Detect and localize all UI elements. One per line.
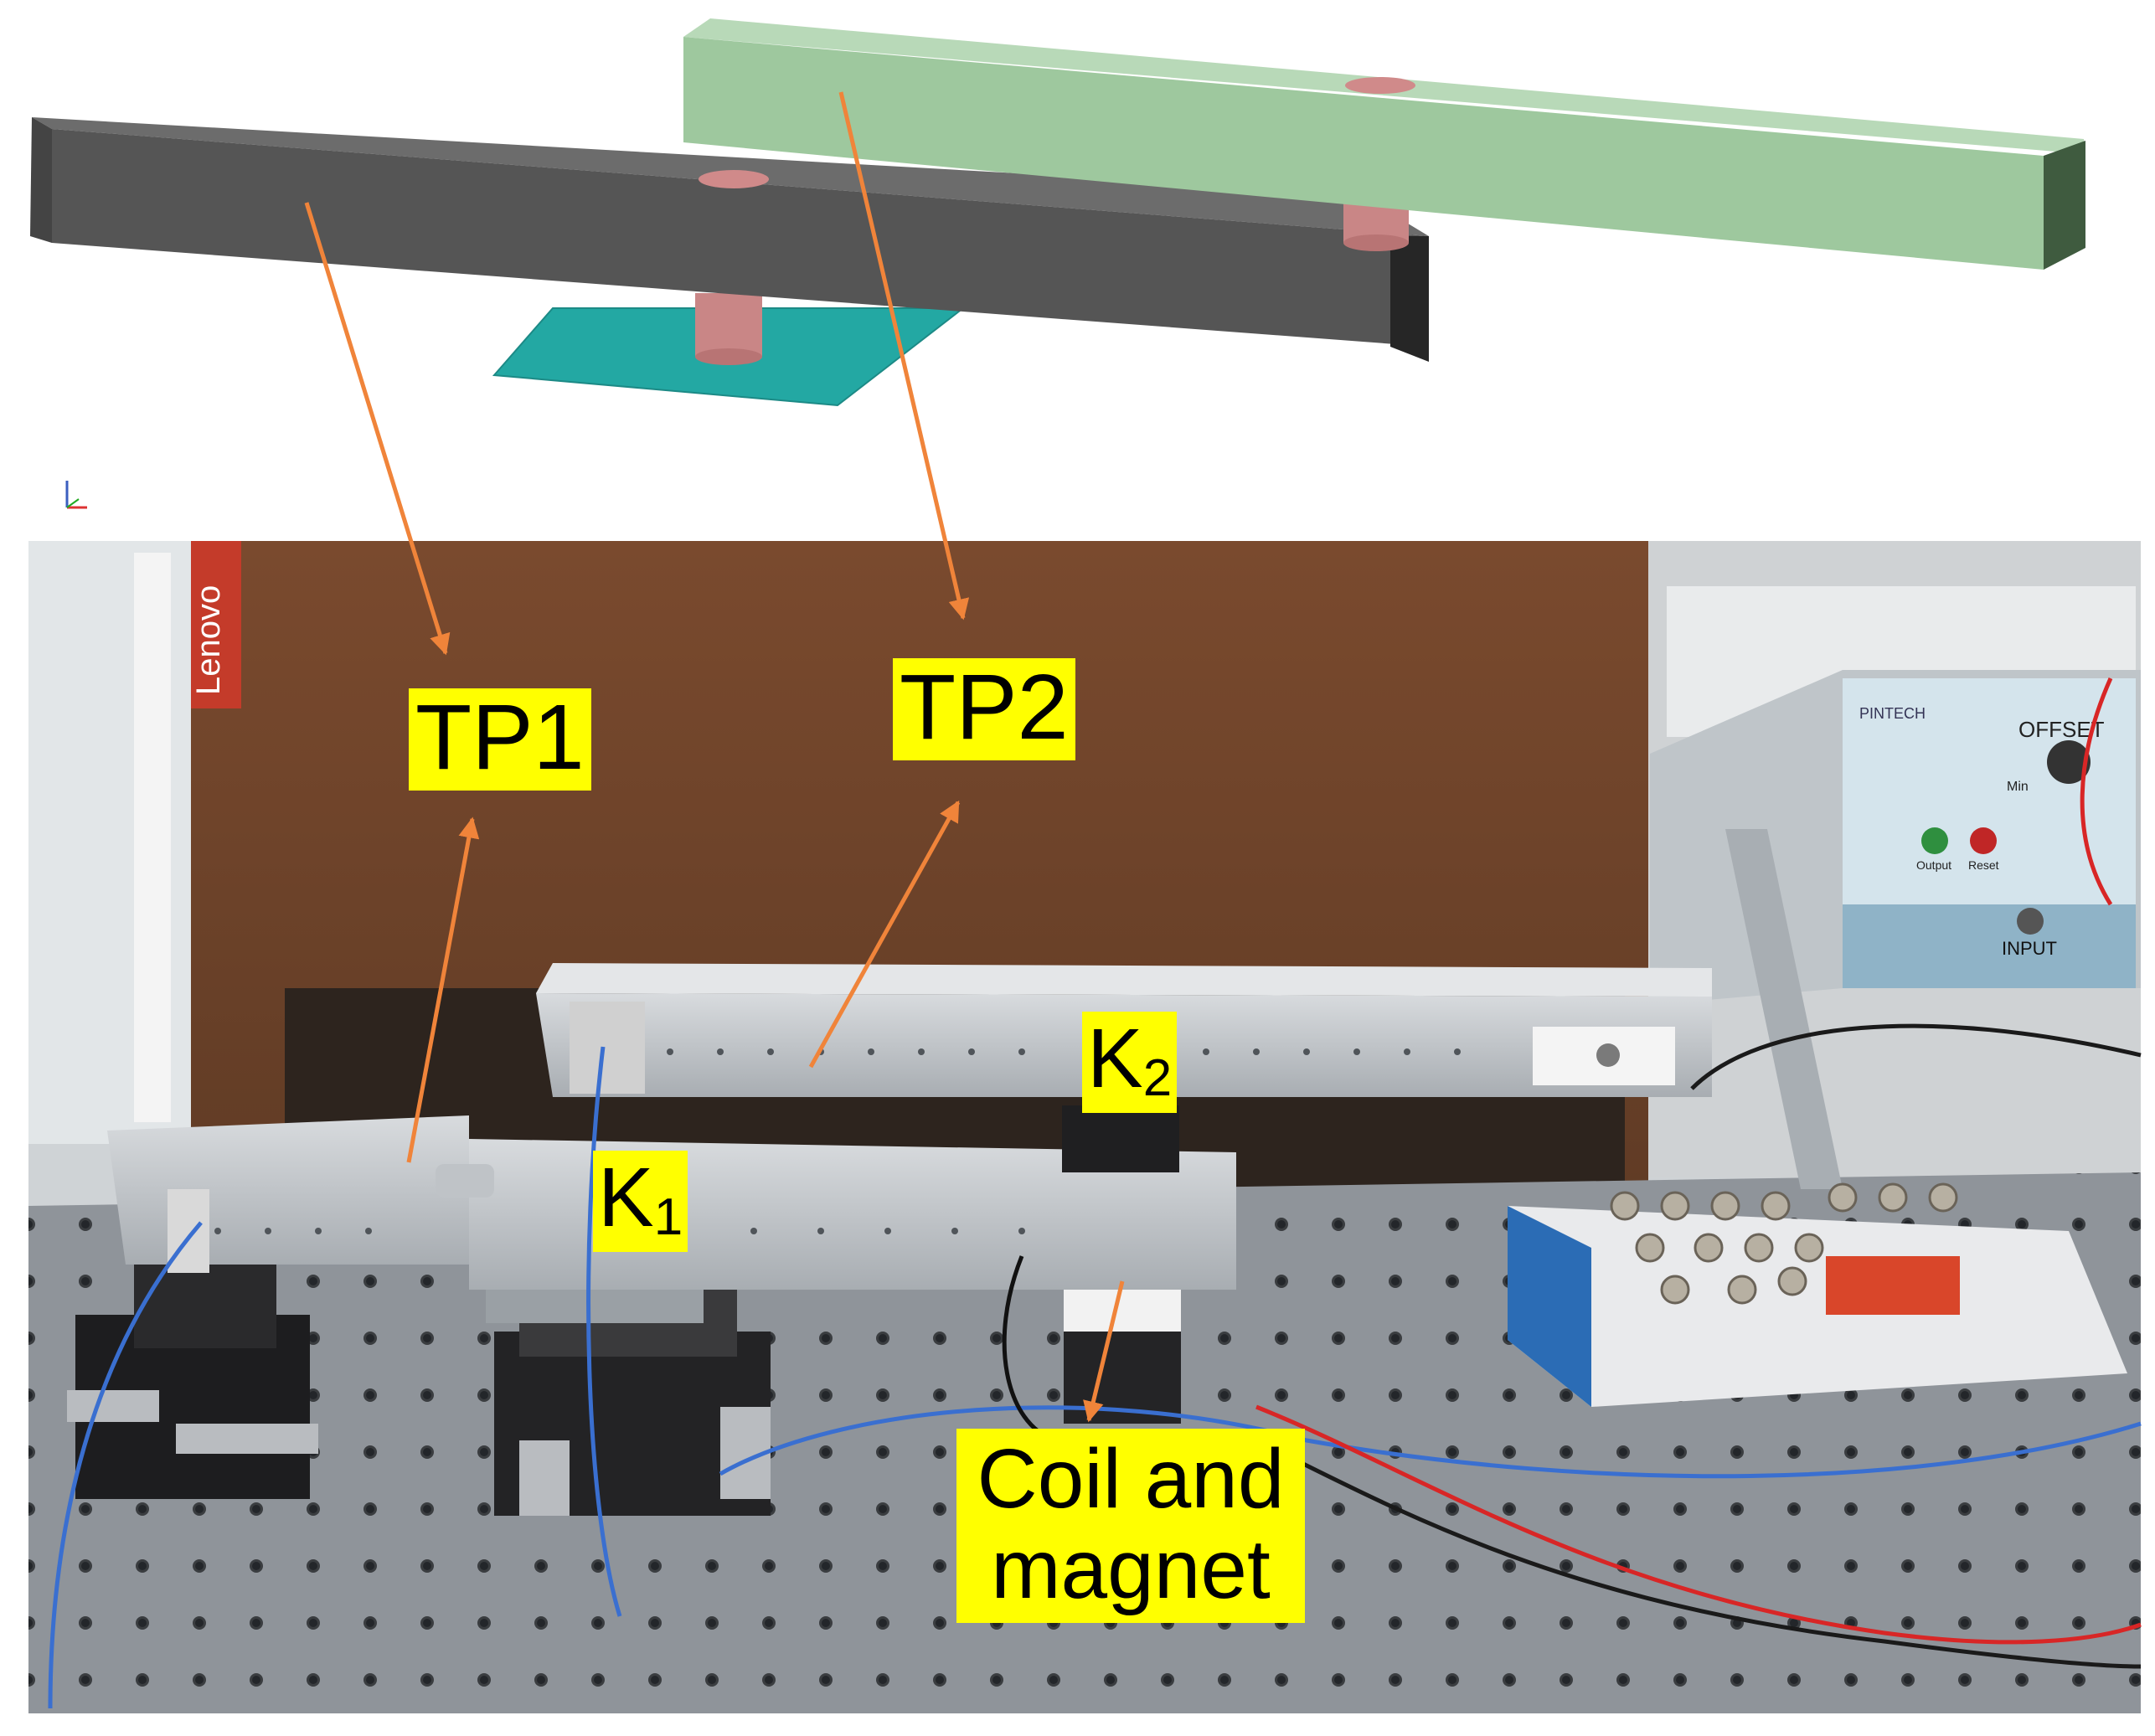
cad-beam-tp2 <box>683 18 2085 270</box>
cad-beam-tp1 <box>30 117 1429 362</box>
reset-text: Reset <box>1968 858 1999 872</box>
label-coil-line2: magnet <box>956 1524 1305 1615</box>
input-connector <box>2017 908 2044 935</box>
stage-left <box>67 1256 318 1499</box>
lab-photo: Lenovo PINTECH OFFSET Min Output Reset I… <box>28 541 2142 1713</box>
daq-box <box>1508 1182 2127 1407</box>
input-text: INPUT <box>2002 938 2057 959</box>
label-coil-line1: Coil and <box>956 1434 1305 1524</box>
instrument-brand-text: PINTECH <box>1859 705 1926 722</box>
axis-triad-icon <box>65 481 87 509</box>
amplifier-instrument: PINTECH OFFSET Min Output Reset INPUT <box>1650 670 2141 1189</box>
label-k2-subscript: 2 <box>1142 1049 1173 1107</box>
label-k1: K1 <box>593 1151 688 1252</box>
cad-model <box>30 18 2085 509</box>
label-tp2: TP2 <box>893 658 1075 760</box>
label-k2-letter: K <box>1087 1012 1143 1105</box>
offset-knob <box>2047 740 2091 784</box>
output-button <box>1921 827 1948 854</box>
label-k1-letter: K <box>598 1151 654 1244</box>
label-k1-subscript: 1 <box>653 1188 683 1246</box>
arrow-tp1-bottom <box>406 816 480 1163</box>
reset-button <box>1970 827 1997 854</box>
arrow-coil <box>1083 1280 1125 1423</box>
label-tp1: TP1 <box>409 688 591 791</box>
label-coil-and-magnet: Coil and magnet <box>956 1429 1305 1623</box>
label-k2: K2 <box>1082 1012 1178 1113</box>
arrow-tp1-top <box>304 202 451 656</box>
cables <box>48 677 2142 1709</box>
beam-spacer-block <box>1062 1105 1179 1172</box>
arrow-tp2-top <box>838 91 970 621</box>
cad-lower-post <box>695 293 762 365</box>
box-brand-text: Lenovo <box>190 585 227 695</box>
min-text: Min <box>2007 780 2029 794</box>
arrows <box>304 91 1125 1423</box>
arrow-tp2-bottom <box>808 800 961 1069</box>
output-text: Output <box>1916 858 1951 872</box>
